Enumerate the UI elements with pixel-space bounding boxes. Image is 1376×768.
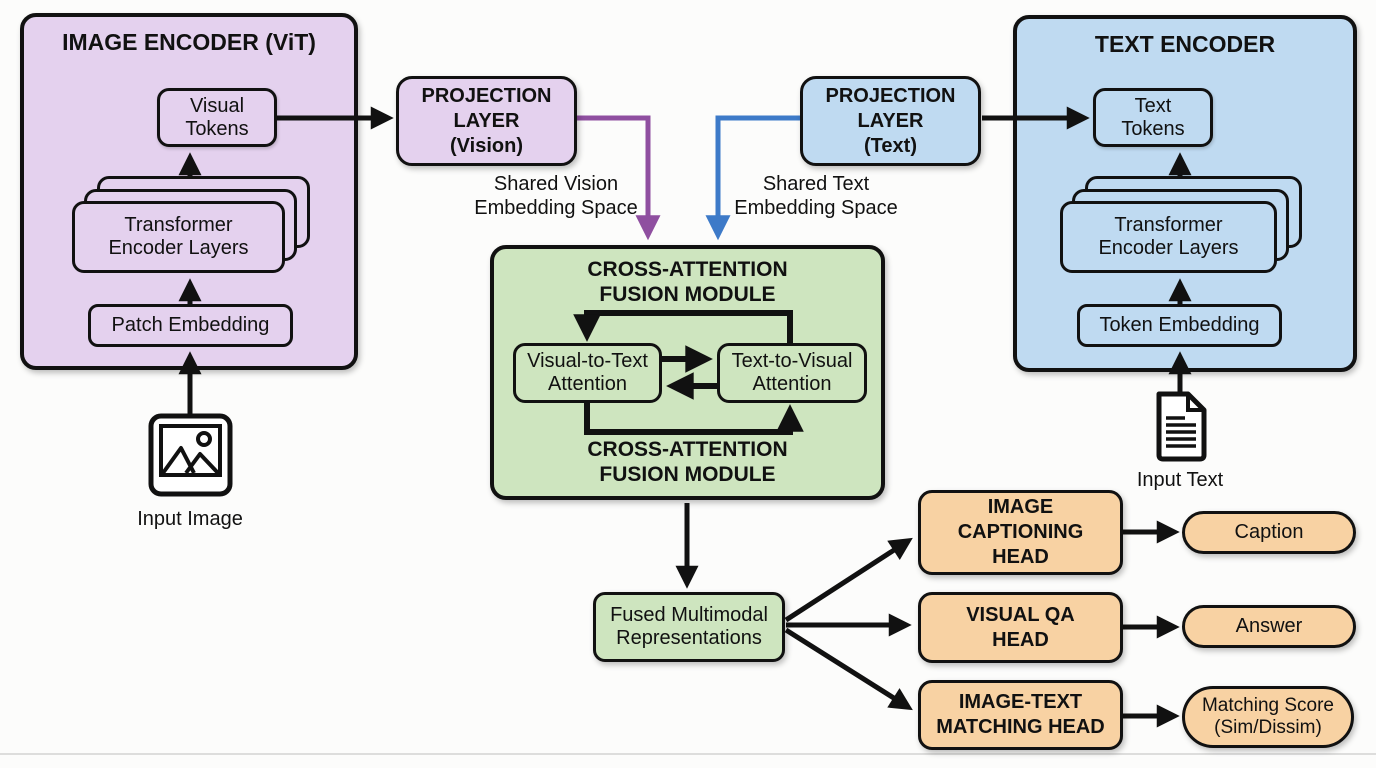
patch-embedding-box: Patch Embedding	[88, 304, 293, 347]
caption-output-pill: Caption	[1182, 511, 1356, 554]
input-text-label: Input Text	[1136, 469, 1224, 491]
matching-score-output-pill: Matching Score (Sim/Dissim)	[1182, 686, 1354, 748]
text-to-visual-attention-box: Text-to-Visual Attention	[717, 343, 867, 403]
projection-layer-vision-label: PROJECTION LAYER (Vision)	[421, 84, 552, 157]
input-text-icon	[1156, 391, 1207, 462]
visual-qa-head-label: VISUAL QA HEAD	[966, 603, 1075, 651]
visual-tokens-label: Visual Tokens	[185, 94, 249, 140]
patch-embedding-label: Patch Embedding	[111, 314, 270, 336]
input-image-label: Input Image	[137, 508, 243, 530]
transformer-layers-text-box: Transformer Encoder Layers	[1060, 201, 1277, 273]
image-encoder-title: IMAGE ENCODER (ViT)	[62, 29, 316, 55]
text-tokens-label: Text Tokens	[1121, 94, 1185, 140]
arrow-fused-to-matching-head	[784, 627, 913, 711]
shared-vision-embedding-note: Shared Vision Embedding Space	[474, 173, 638, 219]
image-captioning-head-label: IMAGE CAPTIONING HEAD	[957, 496, 1084, 568]
arrow-fused-to-captioning-head	[784, 537, 913, 623]
image-text-matching-head-label: IMAGE-TEXT MATCHING HEAD	[936, 691, 1105, 738]
answer-output-pill: Answer	[1182, 605, 1356, 648]
token-embedding-label: Token Embedding	[1099, 314, 1260, 336]
visual-to-text-attention-box: Visual-to-Text Attention	[513, 343, 662, 403]
transformer-layers-text-label: Transformer Encoder Layers	[1098, 214, 1239, 259]
text-encoder-title: TEXT ENCODER	[1094, 31, 1276, 57]
bottom-artifact-line	[0, 753, 1376, 755]
matching-score-output-label: Matching Score (Sim/Dissim)	[1201, 695, 1334, 738]
fused-multimodal-representations-label: Fused Multimodal Representations	[610, 604, 768, 649]
visual-tokens-box: Visual Tokens	[157, 88, 277, 147]
transformer-layers-vision-box: Transformer Encoder Layers	[72, 201, 285, 273]
fusion-module-title-top: CROSS-ATTENTION FUSION MODULE	[587, 258, 788, 306]
projection-layer-vision-box: PROJECTION LAYER (Vision)	[396, 76, 577, 166]
image-captioning-head-box: IMAGE CAPTIONING HEAD	[918, 490, 1123, 575]
text-tokens-box: Text Tokens	[1093, 88, 1213, 147]
caption-output-label: Caption	[1234, 521, 1304, 543]
transformer-layers-vision-label: Transformer Encoder Layers	[108, 214, 249, 259]
image-text-matching-head-box: IMAGE-TEXT MATCHING HEAD	[918, 680, 1123, 750]
text-to-visual-attention-label: Text-to-Visual Attention	[731, 350, 853, 395]
input-image-icon	[148, 413, 233, 497]
token-embedding-box: Token Embedding	[1077, 304, 1282, 347]
fused-multimodal-representations-box: Fused Multimodal Representations	[593, 592, 785, 662]
visual-to-text-attention-label: Visual-to-Text Attention	[527, 350, 648, 395]
shared-text-embedding-note: Shared Text Embedding Space	[734, 173, 898, 219]
fusion-module-title-bottom: CROSS-ATTENTION FUSION MODULE	[587, 438, 788, 487]
visual-qa-head-box: VISUAL QA HEAD	[918, 592, 1123, 663]
answer-output-label: Answer	[1235, 615, 1303, 637]
projection-layer-text-box: PROJECTION LAYER (Text)	[800, 76, 981, 166]
projection-layer-text-label: PROJECTION LAYER (Text)	[825, 84, 956, 157]
